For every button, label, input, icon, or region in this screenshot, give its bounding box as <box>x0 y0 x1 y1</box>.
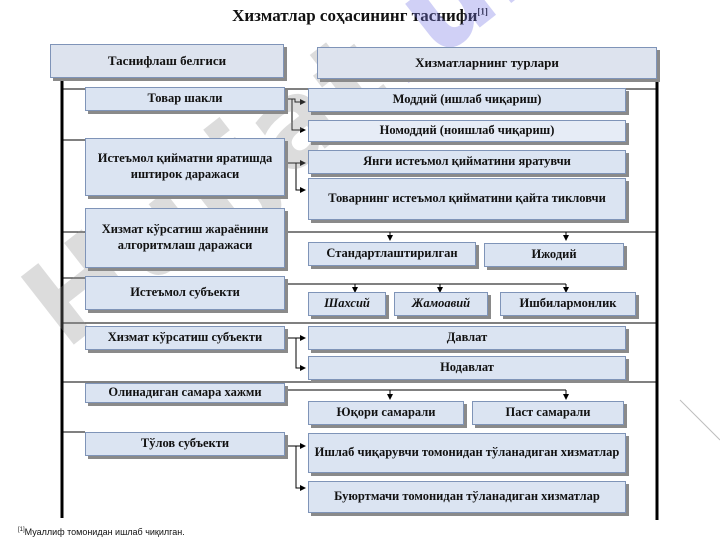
footnote: [1]Муаллиф томонидан ишлаб чиқилган. <box>18 527 185 537</box>
criterion-payment-subject: Тўлов субъекти <box>85 432 285 456</box>
criterion-product-form: Товар шакли <box>85 87 285 111</box>
footnote-reference: [1] <box>18 527 25 533</box>
type-producer-paid: Ишлаб чиқарувчи томонидан тўланадиган хи… <box>308 433 626 473</box>
type-creative: Ижодий <box>484 243 624 267</box>
classification-criteria-header: Таснифлаш белгиси <box>50 44 284 78</box>
type-material: Моддий (ишлаб чиқариш) <box>308 88 626 112</box>
type-personal: Шахсий <box>308 292 386 316</box>
type-standardized: Стандартлаштирилган <box>308 242 476 266</box>
type-restore-value: Товарнинг истеъмол қийматини қайта тикло… <box>308 178 626 220</box>
criterion-consumer-subject: Истеъмол субъекти <box>85 276 285 310</box>
type-state: Давлат <box>308 326 626 350</box>
type-nonmaterial: Номоддий (ноишлаб чиқариш) <box>308 120 626 142</box>
title-reference: [1] <box>477 6 488 17</box>
type-new-value: Янги истеъмол қийматини яратувчи <box>308 150 626 174</box>
type-customer-paid: Буюртмачи томонидан тўланадиган хизматла… <box>308 481 626 513</box>
type-collective: Жамоавий <box>394 292 488 316</box>
criterion-algorithmization: Хизмат кўрсатиш жараёнини алгоритмлаш да… <box>85 208 285 268</box>
type-high-effect: Юқори самарали <box>308 401 464 425</box>
type-business: Ишбилармонлик <box>500 292 636 316</box>
title-text: Хизматлар соҳасининг таснифи <box>232 6 478 25</box>
service-types-header: Хизматларнинг турлари <box>317 47 657 79</box>
footnote-text: Муаллиф томонидан ишлаб чиқилган. <box>24 527 185 537</box>
criterion-service-subject: Хизмат кўрсатиш субъекти <box>85 326 285 350</box>
criterion-effect-volume: Олинадиган самара хажми <box>85 383 285 403</box>
criterion-value-creation: Истеъмол қийматни яратишда иштирок дараж… <box>85 138 285 196</box>
type-nonstate: Нодавлат <box>308 356 626 380</box>
diagram-title: Хизматлар соҳасининг таснифи[1] <box>0 6 720 26</box>
type-low-effect: Паст самарали <box>472 401 624 425</box>
